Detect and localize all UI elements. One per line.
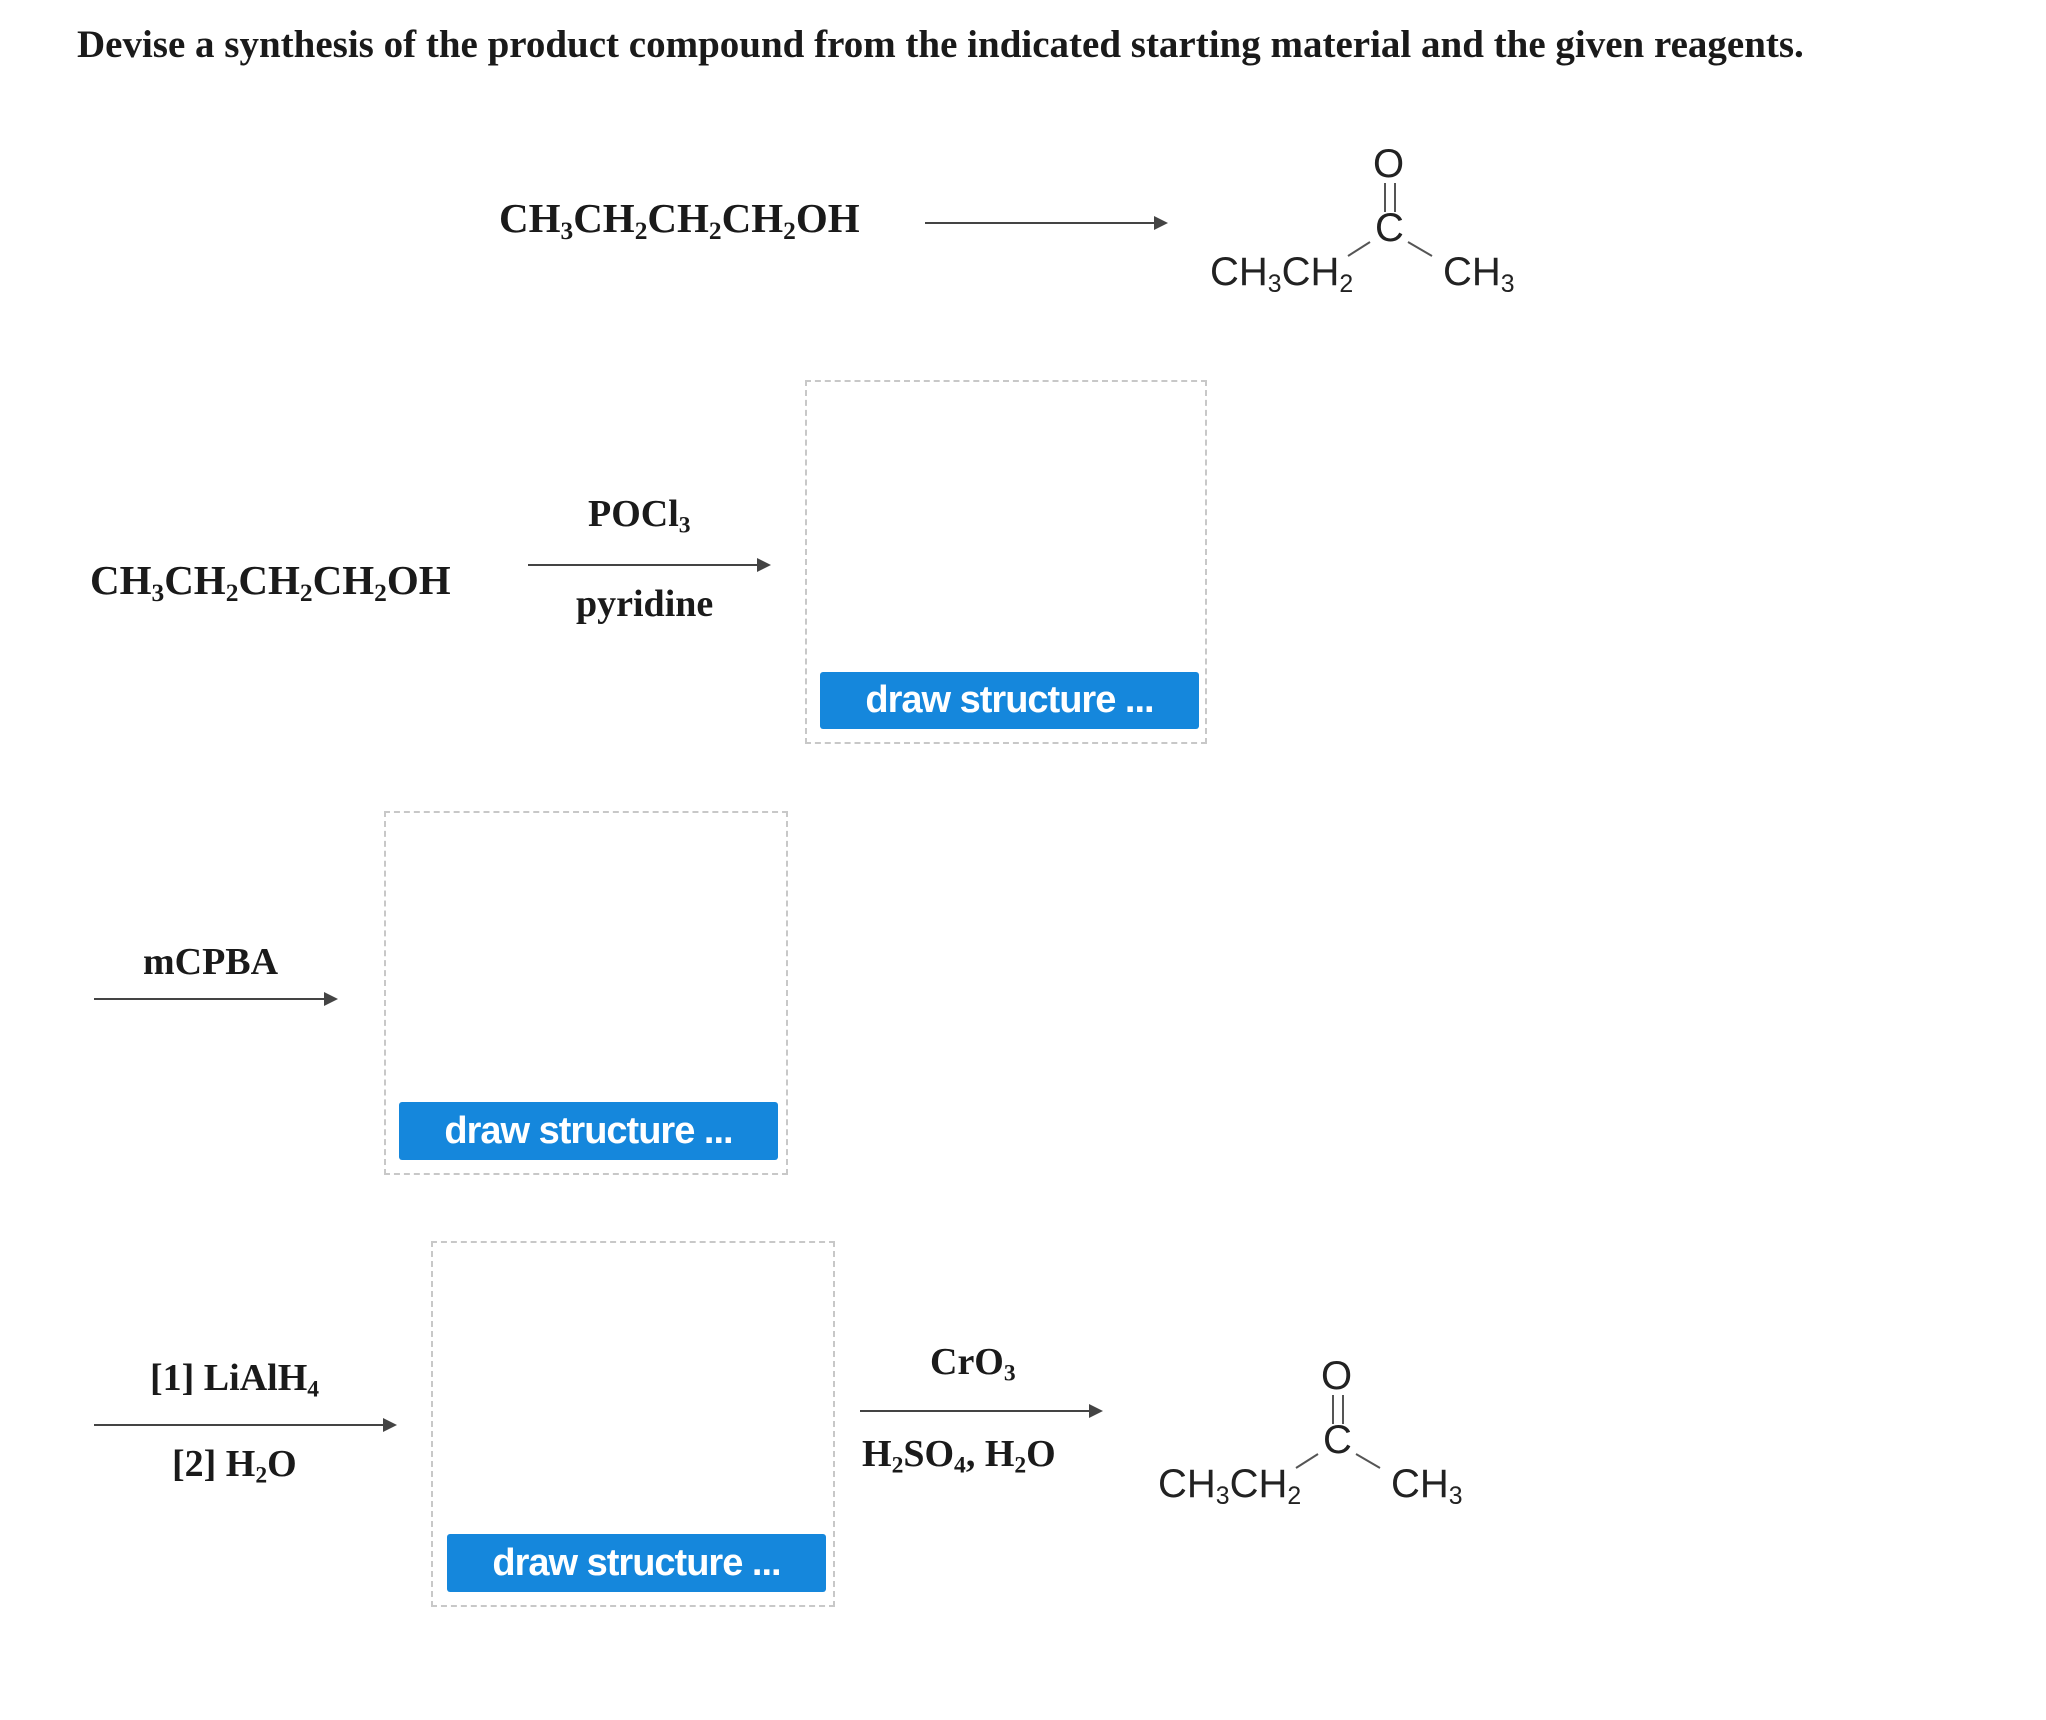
carbonyl-oxygen: O	[1373, 142, 1405, 186]
carbonyl-bonds	[1347, 183, 1433, 257]
carbonyl-oxygen: O	[1321, 1354, 1353, 1398]
step3-reaction-arrow	[94, 1418, 397, 1432]
formula-sub: 2	[708, 217, 722, 246]
formula-part: O	[1026, 1433, 1056, 1475]
carbonyl-carbon: C	[1323, 1418, 1352, 1462]
formula-part: OH	[386, 557, 451, 603]
methyl-group: CH3	[1443, 250, 1515, 298]
step4-reagent-cro3: CrO3	[930, 1340, 1016, 1387]
formula-sub: 3	[1267, 270, 1282, 298]
formula-sub: 2	[1339, 270, 1354, 298]
formula-sub: 3	[1448, 1482, 1463, 1510]
formula-part: CH	[238, 557, 300, 603]
formula-sub: 3	[1003, 1360, 1016, 1387]
ethyl-group: CH3CH2	[1210, 250, 1354, 298]
formula-sub: 2	[783, 217, 796, 246]
step2-draw-structure-button[interactable]: draw structure ...	[399, 1102, 778, 1160]
formula-part: CH	[1158, 1462, 1216, 1506]
formula-part: CH	[1210, 250, 1268, 294]
formula-part: H	[862, 1433, 892, 1475]
formula-part: CH	[647, 195, 709, 241]
methyl-group: CH3	[1391, 1462, 1463, 1510]
final-product-ketone: O C CH3CH2 CH3	[1148, 1352, 1488, 1522]
step3-reagent-lialh4: [1] LiAlH4	[150, 1356, 320, 1403]
overview-starting-material: CH3CH2CH2CH2OH	[499, 194, 860, 246]
overview-product-ketone: O C CH3CH2 CH3	[1200, 140, 1540, 310]
formula-part: CH	[1391, 1462, 1449, 1506]
step2-reaction-arrow	[94, 992, 338, 1006]
formula-part: CH	[164, 557, 226, 603]
formula-part: O	[267, 1443, 297, 1485]
formula-sub: 3	[678, 512, 691, 539]
formula-sub: 4	[954, 1452, 966, 1479]
formula-sub: 3	[560, 217, 574, 246]
formula-sub: 2	[299, 579, 313, 608]
formula-sub: 4	[307, 1376, 320, 1403]
formula-sub: 2	[891, 1452, 904, 1479]
formula-sub: 2	[374, 579, 387, 608]
step1-draw-structure-button[interactable]: draw structure ...	[820, 672, 1199, 729]
formula-part: CH	[499, 195, 561, 241]
formula-sub: 2	[1287, 1482, 1302, 1510]
step1-starting-material: CH3CH2CH2CH2OH	[90, 556, 451, 608]
formula-sub: 2	[634, 217, 648, 246]
step4-reaction-arrow	[860, 1404, 1103, 1418]
formula-part: POCl	[588, 493, 679, 535]
step4-reagent-acid-water: H2SO4, H2O	[862, 1432, 1056, 1479]
step1-reagent-poc13: POCl3	[588, 492, 691, 539]
step3-reagent-water: [2] H2O	[172, 1442, 297, 1489]
formula-part: CH	[721, 195, 784, 241]
formula-part: CH	[1281, 250, 1340, 294]
formula-sub: 2	[225, 579, 239, 608]
formula-part: CrO	[930, 1341, 1004, 1383]
carbonyl-bonds	[1295, 1395, 1381, 1469]
formula-part: OH	[795, 195, 860, 241]
formula-part: CH	[573, 195, 635, 241]
step1-reagent-pyridine: pyridine	[576, 583, 714, 625]
formula-part: CH	[1443, 250, 1501, 294]
formula-part: SO	[903, 1433, 955, 1475]
step2-reagent-mcpba: mCPBA	[143, 941, 279, 983]
formula-part: [2] H	[172, 1443, 256, 1485]
formula-sub: 2	[1014, 1452, 1027, 1479]
overview-reaction-arrow	[925, 216, 1168, 230]
carbonyl-carbon: C	[1375, 206, 1404, 250]
formula-sub: 3	[1215, 1482, 1230, 1510]
formula-sub: 3	[151, 579, 165, 608]
formula-part: [1] LiAlH	[150, 1357, 308, 1399]
step1-reaction-arrow	[528, 558, 771, 572]
formula-part: , H	[965, 1433, 1015, 1475]
formula-part: CH	[90, 557, 152, 603]
step3-draw-structure-button[interactable]: draw structure ...	[447, 1534, 826, 1592]
formula-part: CH	[312, 557, 375, 603]
formula-sub: 3	[1500, 270, 1515, 298]
formula-part: CH	[1229, 1462, 1288, 1506]
question-prompt: Devise a synthesis of the product compou…	[77, 23, 1804, 66]
ethyl-group: CH3CH2	[1158, 1462, 1302, 1510]
formula-sub: 2	[255, 1462, 268, 1489]
